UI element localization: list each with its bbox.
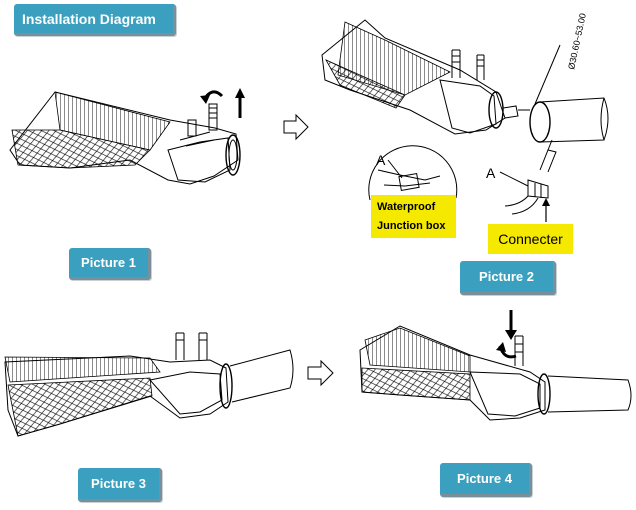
waterproof-label-line-2: Junction box bbox=[377, 220, 446, 232]
picture-1-label: Picture 1 bbox=[69, 248, 151, 280]
lamp-picture-3 bbox=[4, 332, 294, 437]
lamp-picture-2 bbox=[321, 19, 609, 143]
picture-4-label: Picture 4 bbox=[440, 463, 532, 497]
lamp-picture-4 bbox=[359, 310, 632, 421]
waterproof-junction-box-label: Waterproof Junction box bbox=[371, 195, 456, 238]
picture-2-label: Picture 2 bbox=[460, 261, 556, 295]
picture-3-label: Picture 3 bbox=[78, 468, 162, 502]
step-arrow-2 bbox=[307, 359, 334, 387]
junction-box-detail bbox=[368, 145, 458, 201]
lamp-picture-1 bbox=[9, 88, 245, 185]
step-arrow-1 bbox=[283, 113, 309, 141]
connecter-detail bbox=[499, 139, 557, 222]
callout-a-junction: A bbox=[376, 152, 386, 168]
pole-diameter-label: Ø30.60~53.00 bbox=[566, 12, 588, 70]
connecter-label: Connecter bbox=[488, 224, 573, 254]
callout-a-connecter: A bbox=[486, 165, 496, 181]
waterproof-label-line-1: Waterproof bbox=[377, 201, 436, 213]
diagram-title: Installation Diagram bbox=[14, 4, 176, 36]
